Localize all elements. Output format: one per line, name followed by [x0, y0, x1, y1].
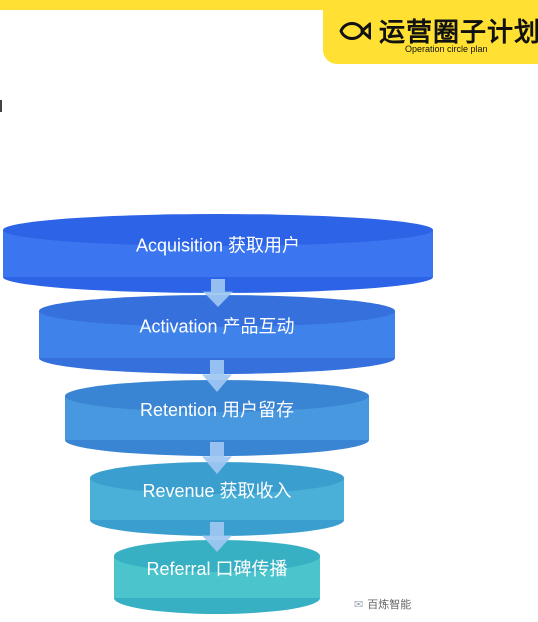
funnel-stage-referral: Referral 口碑传播 — [114, 540, 320, 614]
stage-label: Activation 产品互动 — [139, 317, 294, 337]
brand-subtitle: Operation circle plan — [405, 44, 488, 54]
stage-top-ellipse — [114, 540, 320, 572]
stage-top-ellipse — [3, 214, 433, 246]
down-arrow-icon — [202, 442, 232, 474]
brand-title: 运营圈子计划 — [379, 18, 538, 48]
watermark-text: 百炼智能 — [367, 598, 412, 611]
down-arrow-icon — [202, 360, 232, 392]
down-arrow-icon — [203, 279, 233, 307]
funnel-stage-activation: Activation 产品互动 — [39, 295, 395, 374]
wechat-icon: ✉ — [354, 598, 364, 611]
brand-banner: 运营圈子计划 Operation circle plan — [323, 0, 538, 64]
stage-top-ellipse — [65, 380, 369, 412]
funnel-stage-acquisition: Acquisition 获取用户 — [3, 214, 433, 293]
fish-logo-icon — [339, 22, 371, 40]
down-arrow-icon — [202, 522, 232, 552]
top-yellow-strip — [0, 0, 538, 10]
stage-top-ellipse — [39, 295, 395, 327]
funnel-stage-retention: Retention 用户留存 — [65, 380, 369, 456]
edge-mark — [0, 100, 2, 112]
stage-top-ellipse — [90, 462, 344, 494]
stage-label: Acquisition 获取用户 — [136, 236, 300, 256]
funnel-stage-revenue: Revenue 获取收入 — [90, 462, 344, 536]
stage-label: Revenue 获取收入 — [142, 481, 291, 501]
watermark: ✉百炼智能 — [354, 596, 411, 612]
stage-label: Retention 用户留存 — [140, 400, 294, 420]
stage-label: Referral 口碑传播 — [146, 559, 287, 579]
